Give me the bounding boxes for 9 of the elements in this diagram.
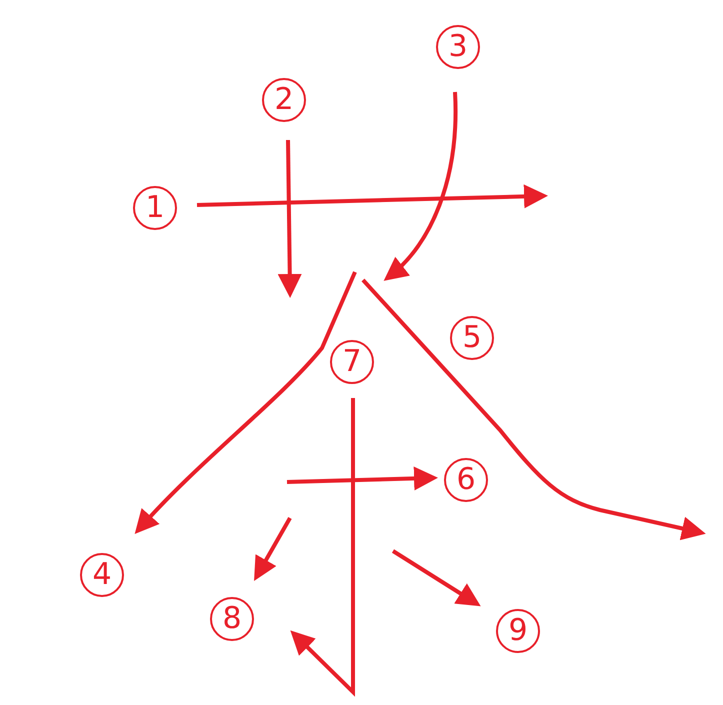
stroke-number: 6 [444, 458, 488, 502]
stroke-number: 3 [436, 25, 480, 69]
stroke-number: 2 [262, 78, 306, 122]
stroke-number: 8 [210, 597, 254, 641]
stroke-number: 7 [330, 340, 374, 384]
stroke-number: 1 [133, 186, 177, 230]
stroke-number: 9 [496, 609, 540, 653]
stroke-number: 4 [80, 553, 124, 597]
stroke-number: 5 [450, 316, 494, 360]
